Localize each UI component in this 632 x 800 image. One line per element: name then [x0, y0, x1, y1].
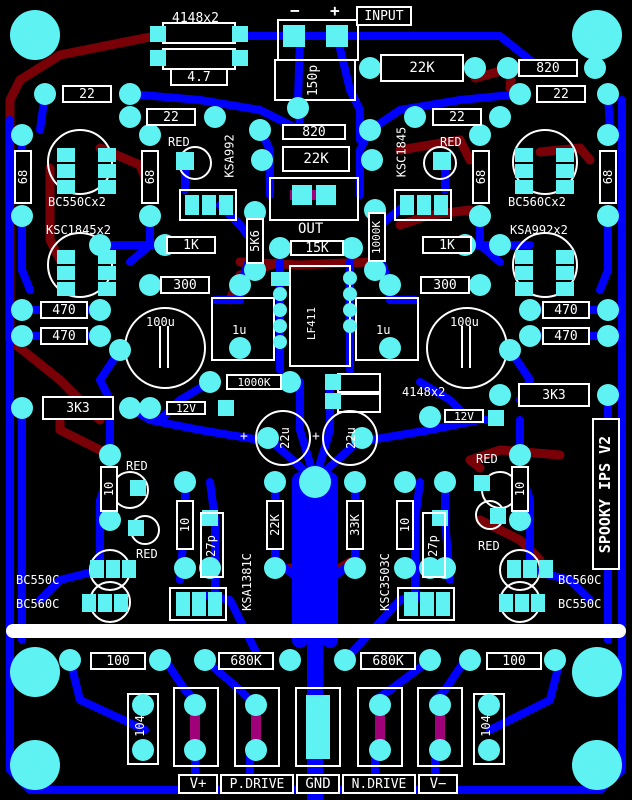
ksa992-label: KSA992 — [222, 134, 237, 178]
cap-27p-left — [200, 512, 224, 578]
bc560c-left-label: BC560C — [16, 597, 60, 611]
cap-27p-right-label: 27p — [425, 535, 440, 557]
diode-mid-label: 4148x2 — [402, 385, 446, 399]
resistor-22-left2: 22 — [146, 108, 196, 126]
cap-100u-left-label: 100u — [146, 315, 175, 329]
cap-150p: 150p — [306, 64, 322, 97]
led-red-4-label: RED — [136, 547, 158, 561]
ksc1845-label: KSC1845 — [394, 126, 409, 178]
resistor-68-1: 68 — [14, 150, 32, 204]
resistor-100-left: 100 — [90, 652, 146, 670]
ksc1845x2-label: KSC1845x2 — [46, 223, 112, 237]
resistor-470-4: 470 — [542, 327, 590, 345]
resistor-1000k-horizontal: 1000K — [226, 374, 282, 390]
resistor-3k3-right: 3K3 — [518, 383, 590, 407]
resistor-22k-mid: 22K — [282, 146, 350, 172]
resistor-1000k-vertical: 1000K — [368, 212, 386, 262]
resistor-820-mid: 820 — [282, 124, 346, 140]
resistor-22k-top: 22K — [380, 54, 464, 82]
led-red-1-label: RED — [168, 135, 190, 149]
cap-104-right-label: 104 — [478, 715, 493, 737]
cap-1u-right-label: 1u — [376, 323, 391, 337]
ksa1381c-label: KSA1381C — [239, 553, 254, 611]
resistor-680k-right: 680K — [360, 652, 416, 670]
resistor-22-right: 22 — [536, 85, 586, 103]
ksc3503c-label: KSC3503C — [377, 553, 392, 611]
input-plus: + — [330, 1, 340, 20]
polarity-plus-right: + — [312, 429, 320, 444]
resistor-680k-left: 680K — [218, 652, 274, 670]
resistor-22k-low: 22K — [266, 500, 284, 550]
mounting-holes — [10, 10, 622, 790]
resistor-68-2: 68 — [141, 150, 159, 204]
cap-1u-left-label: 1u — [232, 323, 247, 337]
round-pads — [11, 57, 619, 761]
resistor-10-4: 10 — [511, 466, 529, 512]
bc550c-right-label: BC550C — [558, 597, 602, 611]
terminal-ndrive-label: N.DRIVE — [342, 774, 416, 794]
cap-100u-right-label: 100u — [450, 315, 479, 329]
input-minus: − — [290, 1, 300, 20]
resistor-5k6: 5K6 — [246, 218, 264, 264]
resistor-10-1: 10 — [100, 466, 118, 512]
resistor-4-7: 4.7 — [170, 68, 228, 86]
resistor-820-right: 820 — [518, 59, 578, 77]
resistor-15k: 15K — [290, 240, 344, 256]
resistor-1k-right: 1K — [422, 236, 472, 254]
resistor-470-3: 470 — [542, 301, 590, 319]
polarity-plus-left: + — [240, 429, 248, 444]
bc560c-right-label: BC560C — [558, 573, 602, 587]
title-label: SPOOKY IPS V2 — [592, 418, 620, 570]
cap-22u-left-label: 22u — [277, 427, 292, 449]
zener-12v-left: 12V — [166, 401, 206, 415]
cap-22u-right-label: 22u — [343, 427, 358, 449]
cap-27p-right — [422, 512, 446, 578]
led-red-3-label: RED — [126, 459, 148, 473]
bc560x2-label: BC560Cx2 — [508, 195, 566, 209]
divider-bar — [6, 624, 626, 638]
out-label: OUT — [298, 221, 324, 237]
resistor-10-3: 10 — [396, 500, 414, 550]
terminal-vminus-label: V− — [418, 774, 458, 794]
zener-12v-right: 12V — [444, 409, 484, 423]
terminal-pdrive-label: P.DRIVE — [220, 774, 294, 794]
resistor-470-1: 470 — [40, 301, 88, 319]
resistor-300-left: 300 — [160, 276, 210, 294]
resistor-1k-left: 1K — [166, 236, 216, 254]
cap-27p-left-label: 27p — [203, 535, 218, 557]
led-red-2-label: RED — [440, 135, 462, 149]
resistor-22-left: 22 — [62, 85, 112, 103]
terminal-vplus-label: V+ — [178, 774, 218, 794]
resistor-68-4: 68 — [599, 150, 617, 204]
resistor-100-right: 100 — [486, 652, 542, 670]
diode-top-label: 4148x2 — [172, 11, 219, 26]
input-label: INPUT — [356, 6, 412, 26]
led-red-6-label: RED — [478, 539, 500, 553]
ksa992x2-label: KSA992x2 — [510, 223, 568, 237]
bc550x2-label: BC550Cx2 — [48, 195, 106, 209]
resistor-68-3: 68 — [472, 150, 490, 204]
terminal-gnd-label: GND — [296, 774, 340, 794]
bc550c-left-label: BC550C — [16, 573, 60, 587]
resistor-300-right: 300 — [420, 276, 470, 294]
ic-lf411-label: LF411 — [305, 306, 319, 341]
resistor-10-2: 10 — [176, 500, 194, 550]
resistor-3k3-left: 3K3 — [42, 396, 114, 420]
cap-104-left-label: 104 — [132, 715, 147, 737]
resistor-33k: 33K — [346, 500, 364, 550]
resistor-470-2: 470 — [40, 327, 88, 345]
square-pads — [57, 25, 574, 759]
resistor-22-right2: 22 — [432, 108, 482, 126]
led-red-5-label: RED — [476, 452, 498, 466]
